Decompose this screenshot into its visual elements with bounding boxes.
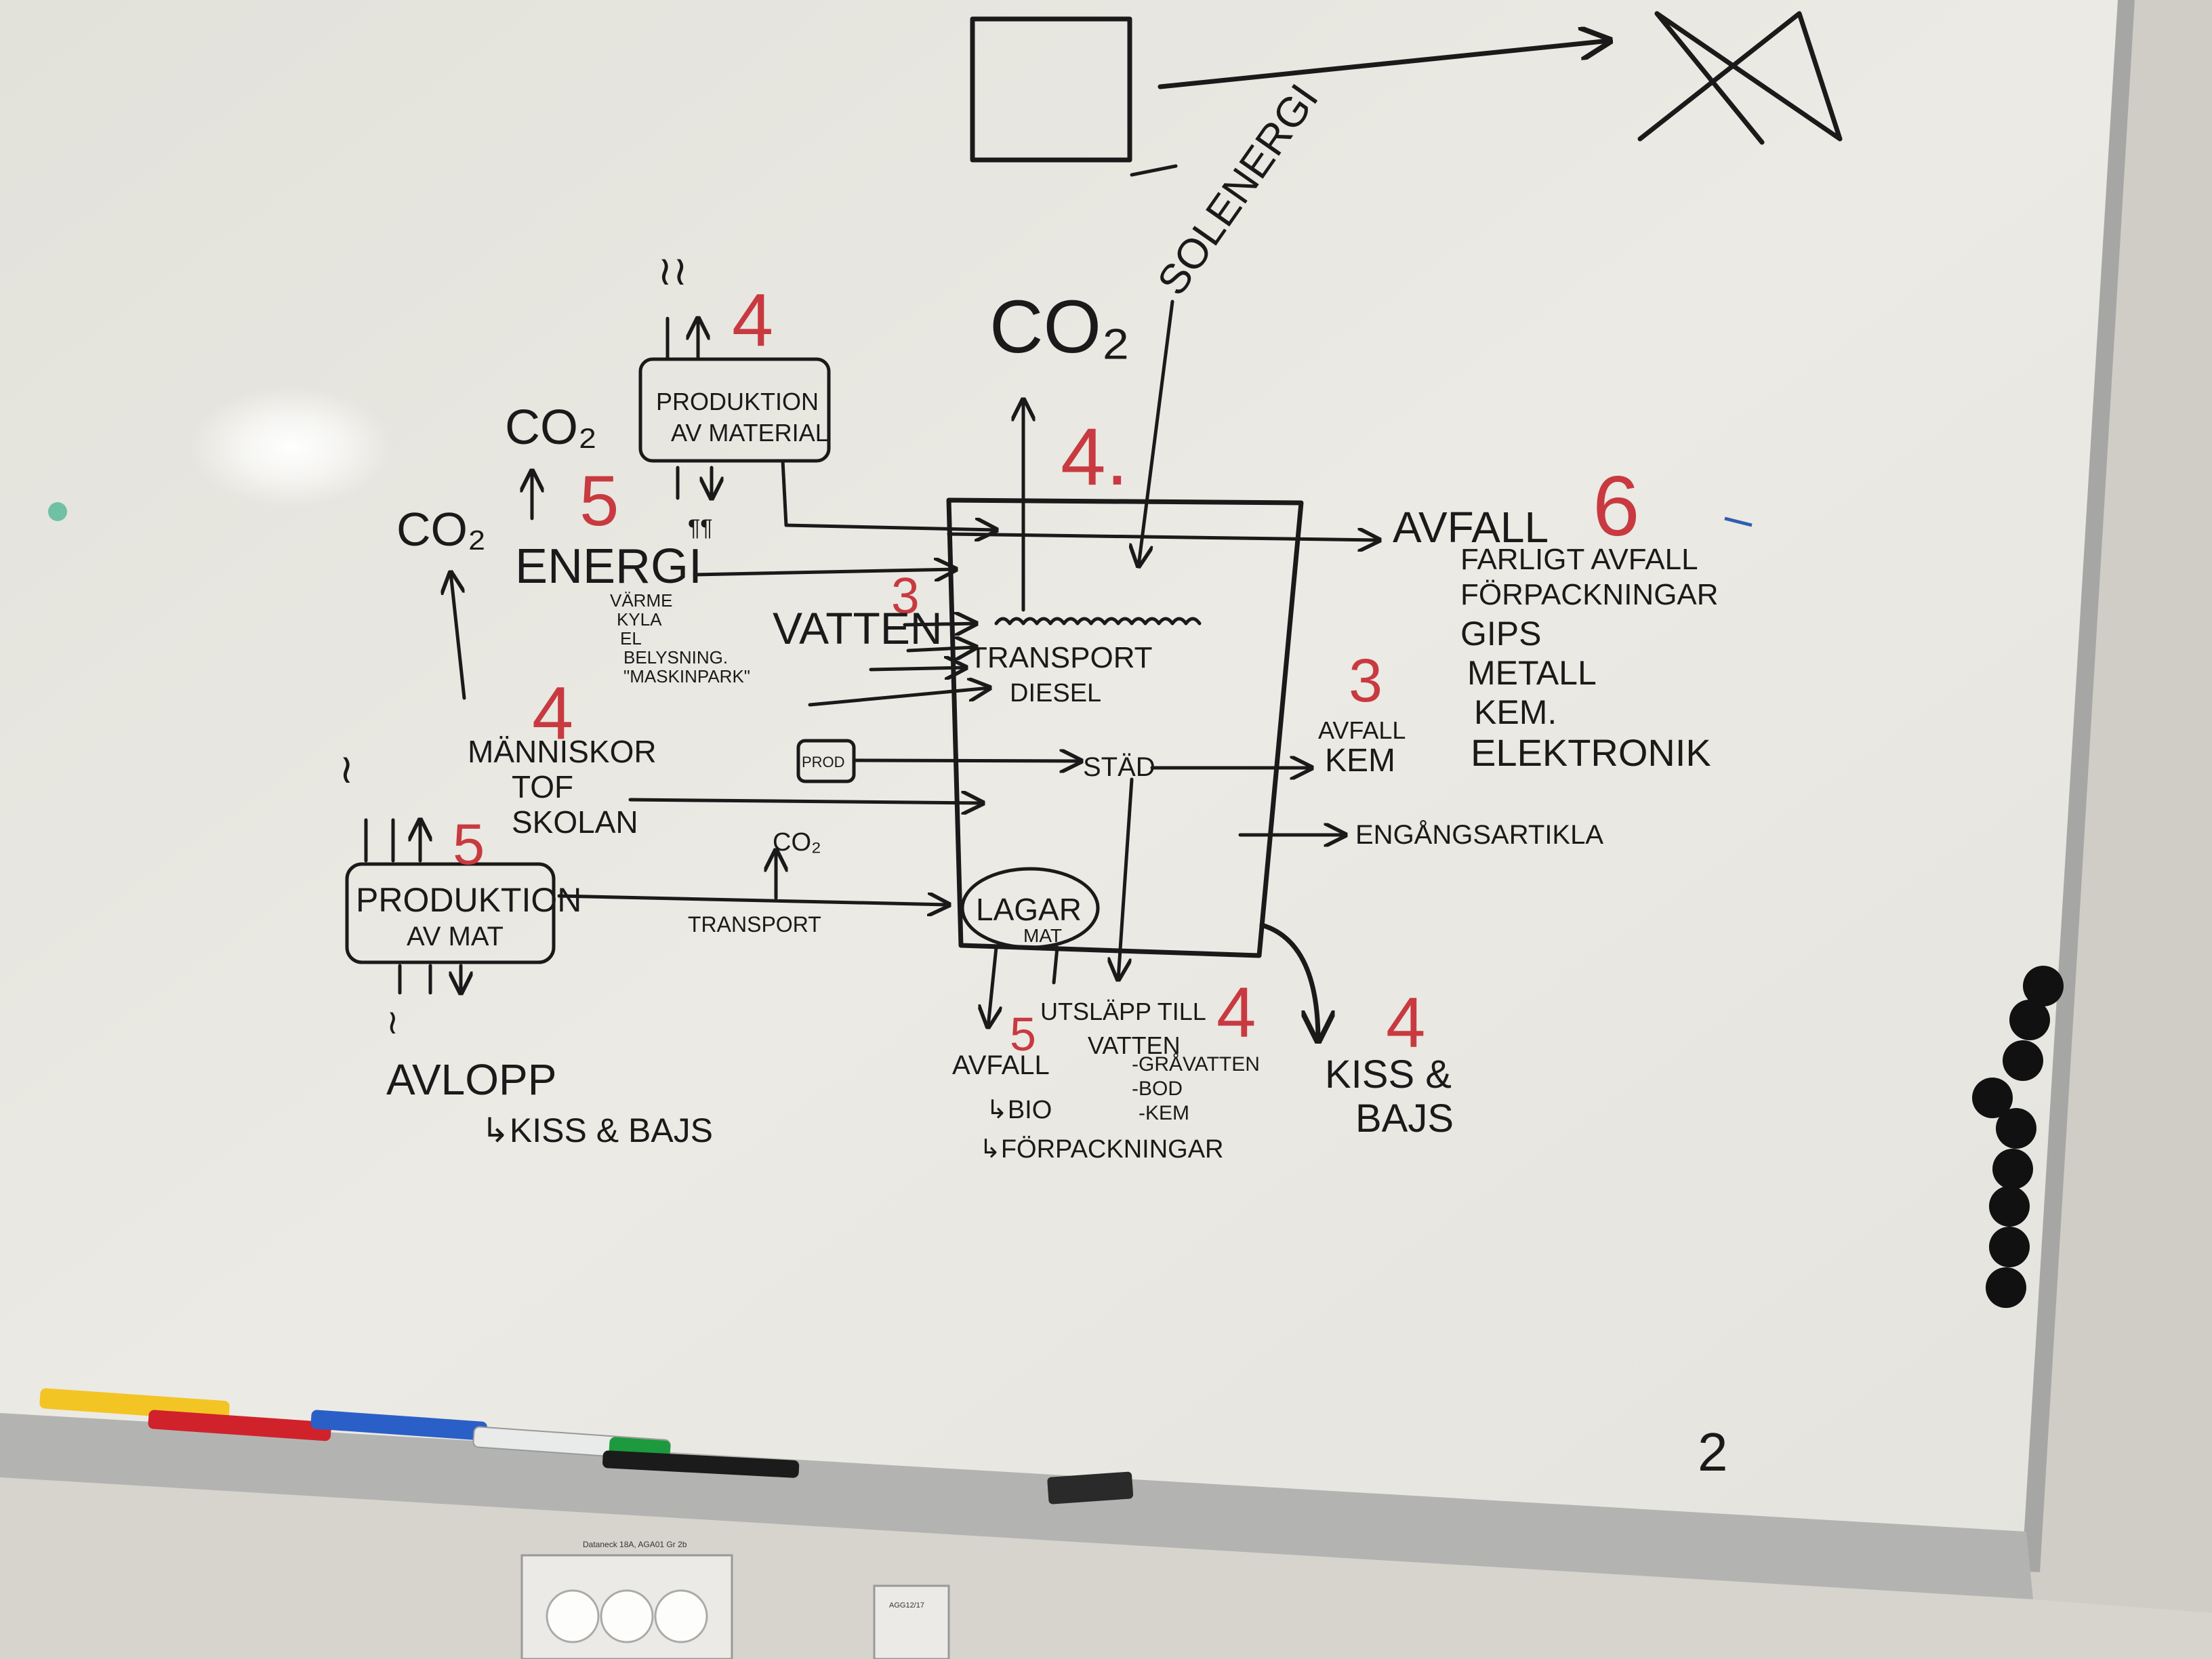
co2-energi: CO₂ xyxy=(396,503,486,556)
utslapp-label: UTSLÄPP TILL VATTEN xyxy=(1040,998,1212,1059)
transport-label: TRANSPORT xyxy=(969,641,1153,674)
co2-energi-arrow xyxy=(451,573,466,700)
lagar-out-left xyxy=(988,945,996,1027)
mat-steam: ≀ xyxy=(339,746,354,792)
power-outlet[interactable] xyxy=(520,1554,733,1659)
co2-top: CO₂ xyxy=(989,285,1130,369)
avlopp-label: AVLOPP xyxy=(386,1055,556,1104)
top-square xyxy=(970,16,1132,163)
num-energi: 5 xyxy=(579,462,619,541)
mat-heat-up xyxy=(364,820,420,863)
system-box xyxy=(946,497,1304,958)
produktion-material-label: PRODUKTION AV MATERIAL xyxy=(656,388,829,447)
marker-tray xyxy=(0,1413,2033,1599)
mat-down xyxy=(398,964,461,993)
kiss-arrow xyxy=(1259,922,1318,1040)
produktion-material-box xyxy=(638,357,831,463)
water-wave xyxy=(994,617,1202,626)
vatten-label: VATTEN xyxy=(773,603,943,653)
co2-transport: CO₂ xyxy=(773,828,821,857)
transport-arrow-label: TRANSPORT xyxy=(688,912,821,937)
avfall-top-label: AVFALL xyxy=(1393,503,1549,552)
energi-label: ENERGI xyxy=(515,539,702,594)
num-avfall: 6 xyxy=(1593,459,1640,554)
num-co2-top: 4. xyxy=(1061,411,1128,502)
avfall-bottom-label: AVFALL xyxy=(952,1050,1050,1080)
avfall-kem-label: AVFALL KEM xyxy=(1318,716,1412,779)
material-arrows-down xyxy=(676,466,712,498)
num-manniskor: 4 xyxy=(532,672,573,755)
energi-arrow xyxy=(693,569,956,575)
prod-label: PROD xyxy=(802,754,845,771)
stad-label: STÄD xyxy=(1083,752,1155,782)
green-dot xyxy=(48,502,67,521)
produktion-material-line2: AV MATERIAL xyxy=(671,419,829,447)
manniskor-arrow xyxy=(628,800,983,803)
corner-mark: 2 xyxy=(1698,1422,1728,1482)
stad-down xyxy=(1118,777,1134,979)
num-utslapp: 4 xyxy=(1216,973,1256,1052)
kiss-baj-left: ↳KISS & BAJS xyxy=(481,1111,713,1149)
black-marker[interactable] xyxy=(602,1450,800,1478)
blue-marker[interactable] xyxy=(310,1410,487,1441)
eraser[interactable] xyxy=(1047,1471,1134,1504)
blue-dash xyxy=(1724,516,1753,527)
prod-to-stad xyxy=(853,760,1081,761)
lagar-out-right xyxy=(1052,945,1059,985)
transport-arrow-1 xyxy=(906,647,976,651)
switch-label: AGG12/17 xyxy=(889,1601,924,1610)
magnets xyxy=(1972,966,2064,1308)
lagar-mat-ellipse xyxy=(960,867,1100,949)
material-steam: ≀≀ xyxy=(657,248,688,293)
utslapp-sub: -GRÅVATTEN -BOD -KEM xyxy=(1132,1053,1265,1124)
produktion-material-line1: PRODUKTION xyxy=(656,388,819,415)
marker-set[interactable] xyxy=(39,1388,1134,1504)
engangsartikla-label: ENGÅNGSARTIKLA xyxy=(1355,819,1603,850)
solenergi-arrow xyxy=(1139,300,1174,566)
top-arrow xyxy=(1158,41,1610,89)
board-surface xyxy=(0,0,2118,1552)
avfall-arrow xyxy=(947,534,1379,540)
mat-drip: ≀ xyxy=(386,1003,399,1041)
star-sketch xyxy=(1637,11,1843,145)
manniskor-label: MÄNNISKOR TOF SKOLAN xyxy=(468,734,665,840)
transport-arrow-2 xyxy=(869,668,966,670)
produktion-mat-label: PRODUKTION AV MAT xyxy=(356,881,591,951)
mark-under-square xyxy=(1130,164,1178,177)
num-vatten: 3 xyxy=(891,567,920,624)
wall-label: Dataneck 18A, AGA01 Gr 2b xyxy=(583,1540,687,1549)
num-material: 4 xyxy=(732,279,773,362)
mat-to-lagar xyxy=(557,896,949,905)
light-glare xyxy=(190,386,393,508)
material-to-box xyxy=(781,459,996,530)
avfall-list: FARLIGT AVFALL FÖRPACKNINGAR GIPS METALL… xyxy=(1460,543,1727,774)
red-marker[interactable] xyxy=(148,1410,331,1441)
co2-material: CO₂ xyxy=(505,401,597,455)
num-kem: 3 xyxy=(1349,647,1382,715)
diesel-arrow xyxy=(808,688,989,707)
light-switch[interactable] xyxy=(873,1584,950,1659)
lagar-mat-label: LAGAR MAT xyxy=(976,892,1090,946)
produktion-mat-box xyxy=(345,862,556,964)
energi-sub: VÄRME KYLA EL BELYSNING. "MASKINPARK" xyxy=(610,590,750,687)
avfall-bottom-sub: ↳BIO ↳FÖRPACKNINGAR xyxy=(979,1096,1224,1164)
material-heat-up xyxy=(665,319,698,361)
num-lagar: 5 xyxy=(1010,1008,1036,1061)
diesel-label: DIESEL xyxy=(1010,679,1101,708)
kiss-baj-right: KISS & BAJS xyxy=(1325,1052,1462,1141)
vatten-arrow xyxy=(903,623,976,625)
num-kiss: 4 xyxy=(1386,983,1425,1063)
material-drips: ¶¶ xyxy=(688,515,713,541)
num-mat: 5 xyxy=(453,813,485,877)
